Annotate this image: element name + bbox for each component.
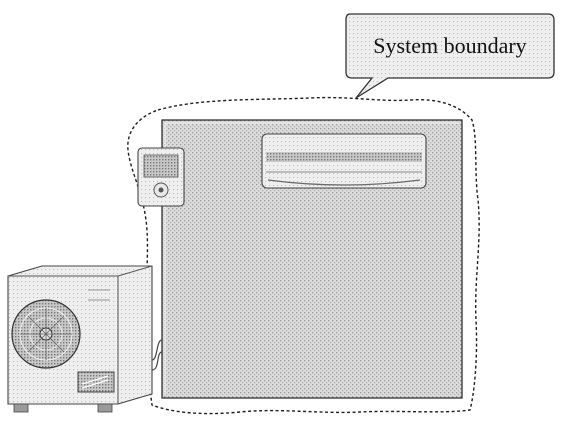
thermostat-controller <box>137 147 185 207</box>
outdoor-condenser-unit <box>7 265 163 413</box>
callout-label: System boundary <box>373 33 526 58</box>
system-boundary <box>127 96 480 415</box>
callout-box: System boundary <box>345 13 555 99</box>
indoor-ac-unit <box>261 133 427 189</box>
